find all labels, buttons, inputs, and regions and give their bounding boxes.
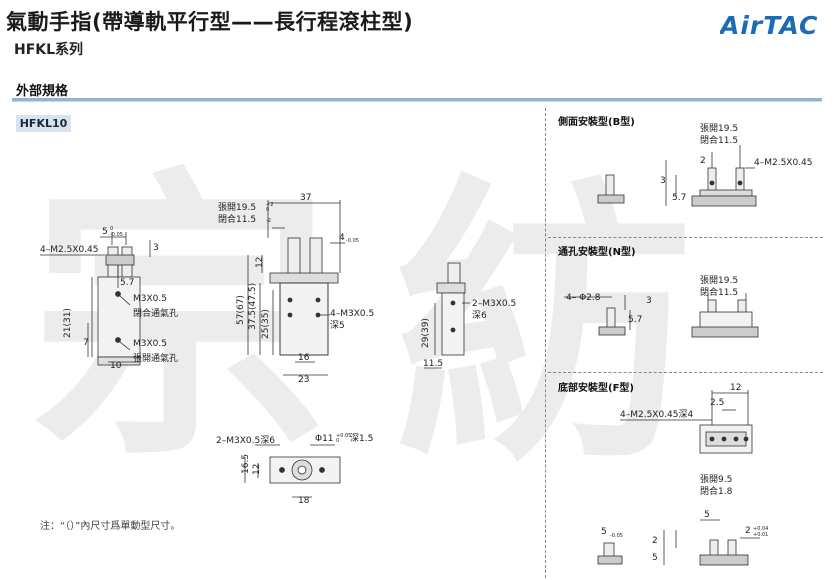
label-dim-3: 3	[153, 243, 159, 253]
airtac-logo: AirTAC	[720, 11, 818, 38]
label-dim-12: 12	[255, 257, 265, 268]
jaw-mount	[105, 254, 135, 266]
label-f-tol2-up: +0.04	[753, 526, 768, 532]
label-f-tol2-dn: +0.01	[753, 532, 768, 538]
f-type-drawing	[597, 390, 760, 566]
label-b-dim-57: 5.7	[672, 193, 686, 203]
label-phi11-tol-dn: 0	[336, 438, 339, 444]
section-title: 外部規格	[16, 84, 69, 99]
label-f-open: 張開9.5	[700, 474, 732, 485]
port-closed	[115, 291, 121, 297]
label-b-close: 閉合11.5	[700, 134, 738, 146]
label-close-115: 閉合11.5	[218, 213, 256, 225]
bottom-view	[244, 444, 341, 498]
label-dim-4: 4	[339, 233, 345, 243]
label-b-dim-2: 2	[700, 156, 706, 166]
label-n-open: 張開19.5	[700, 275, 738, 286]
label-tol-5-up: 0	[110, 226, 113, 232]
label-dim-12b: 12	[252, 464, 262, 475]
label-dim-375: 37.5(47.5)	[248, 283, 258, 330]
label-closed-port: 閉合通氣孔	[133, 307, 178, 319]
label-n-phi: 4– Φ2.8	[566, 293, 601, 303]
label-f-dim-5b: 5	[652, 553, 658, 563]
port-open	[115, 337, 121, 343]
label-dim-10: 10	[110, 361, 122, 371]
section-separator	[548, 237, 823, 238]
label-thread-top: 4–M2.5X0.45	[40, 245, 99, 255]
label-tol-4-dn: -0.05	[346, 238, 359, 244]
label-dim-16: 16	[298, 353, 310, 363]
label-n-dim-3: 3	[646, 296, 652, 306]
label-dim-7: 7	[83, 338, 89, 348]
label-open-195: 張開19.5	[218, 202, 256, 213]
label-m3-open: M3X0.5	[133, 339, 167, 349]
column-divider	[545, 108, 546, 578]
label-deep15: 深1.5	[350, 433, 373, 444]
label-b-dim-3: 3	[660, 176, 666, 186]
label-m3-deep5: 4–M3X0.5	[330, 309, 374, 319]
label-open-port: 張開通氣孔	[133, 352, 178, 364]
label-m3-2-bottom: 2–M3X0.5深6	[216, 435, 275, 446]
label-f-thread: 4–M2.5X0.45深4	[620, 409, 694, 420]
label-f-close: 閉合1.8	[700, 485, 733, 497]
series-subtitle: HFKL系列	[14, 42, 84, 58]
n-type-drawing	[564, 293, 759, 338]
label-dim-57: 5.7	[120, 278, 134, 288]
label-dim-18: 18	[298, 496, 310, 506]
label-deep5: 深5	[330, 320, 345, 331]
label-dim-5: 5	[102, 227, 108, 237]
label-f-dim-2b: 2	[745, 526, 751, 536]
section-separator	[548, 372, 823, 373]
label-phi11: Φ11	[315, 434, 334, 444]
label-phi11-tol-up: +0.05	[336, 433, 351, 439]
label-m3-closed: M3X0.5	[133, 294, 167, 304]
label-f-dim-5: 5	[601, 527, 607, 537]
label-dim-165: 16.5	[241, 454, 251, 474]
side-view	[424, 262, 470, 369]
label-dim-57-67: 57(67)	[236, 295, 246, 325]
label-b-thread: 4–M2.5X0.45	[754, 158, 813, 168]
logo-text: AirTAC	[720, 11, 818, 38]
body	[279, 282, 329, 356]
label-tol-p2: +2	[266, 202, 273, 208]
label-m3-2-side: 2–M3X0.5	[472, 299, 516, 309]
label-tol-m2: -2	[266, 218, 271, 224]
label-f-tol: -0.05	[610, 533, 623, 539]
through-hole-title: 通孔安裝型(N型)	[558, 247, 636, 258]
side-mount-title: 側面安裝型(B型)	[558, 117, 635, 128]
front-view	[40, 232, 151, 366]
model-tag: HFKL10	[16, 115, 71, 132]
label-dim-21-31: 21(31)	[63, 308, 73, 338]
label-dim-37: 37	[300, 193, 311, 203]
label-b-open: 張開19.5	[700, 123, 738, 134]
label-dim-25-35: 25(35)	[261, 309, 271, 339]
section-rule	[12, 98, 822, 101]
label-tol-0: 0	[266, 207, 269, 213]
label-f-dim-12: 12	[730, 383, 741, 393]
label-f-dim-5c: 5	[704, 510, 710, 520]
b-type-drawing	[597, 145, 757, 207]
label-dim-115: 11.5	[423, 359, 443, 369]
label-dim-23: 23	[298, 375, 309, 385]
label-dim-29-39: 29(39)	[421, 318, 431, 348]
label-tol-5-dn: -0.05	[110, 232, 123, 238]
body-base	[97, 356, 141, 366]
center-view	[247, 200, 345, 376]
footnote: 注：“（）”內尺寸爲單動型尺寸。	[40, 521, 181, 532]
bottom-mount-title: 底部安裝型(F型)	[558, 383, 634, 394]
label-deep6: 深6	[472, 310, 487, 321]
page-title: 氣動手指(帶導軌平行型——長行程滾柱型)	[6, 10, 414, 34]
label-n-close: 閉合11.5	[700, 286, 738, 298]
label-n-dim-57: 5.7	[628, 315, 642, 325]
label-f-dim-2: 2	[652, 536, 658, 546]
label-f-dim-25: 2.5	[710, 398, 724, 408]
section-rule-thin	[12, 101, 822, 102]
